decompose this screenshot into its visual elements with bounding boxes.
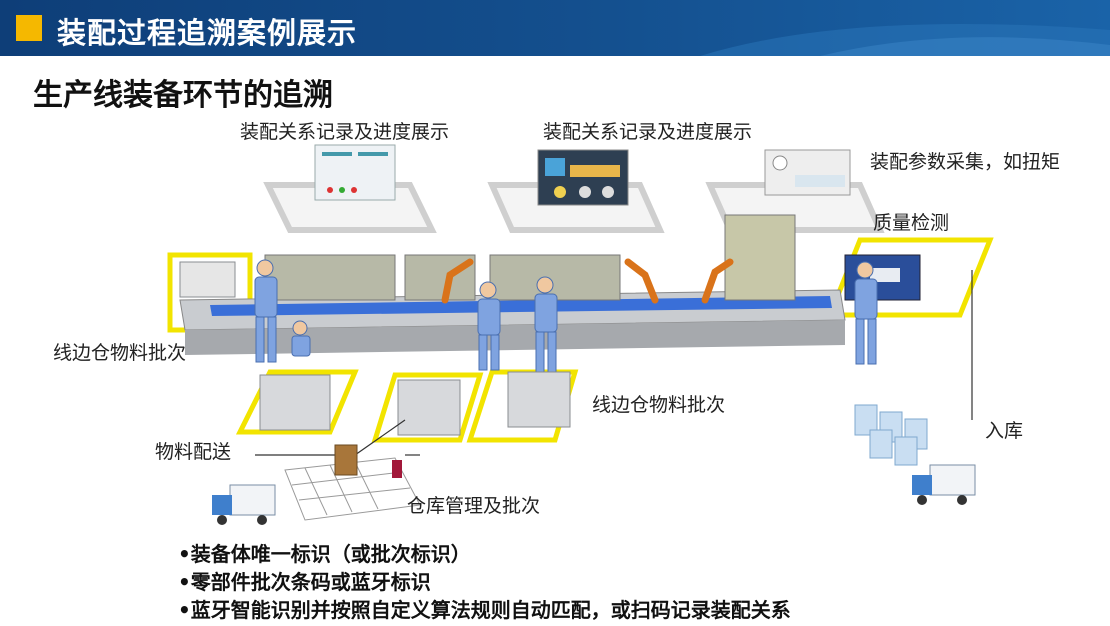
header-accent-square (16, 15, 42, 41)
feature-bullet-list: •装备体唯一标识（或批次标识） •零部件批次条码或蓝牙标识 •蓝牙智能识别并按照… (178, 540, 791, 624)
label-param-collection: 装配参数采集，如扭矩 (870, 151, 1061, 173)
storage-buildings (854, 404, 928, 466)
bullet-item: •蓝牙智能识别并按照自定义算法规则自动匹配，或扫码记录装配关系 (178, 598, 791, 622)
label-assembly-record-1: 装配关系记录及进度展示 (240, 121, 450, 143)
label-material-delivery: 物料配送 (155, 441, 232, 463)
header-banner: 装配过程追溯案例展示 (0, 0, 1110, 56)
warehouse-grid (284, 444, 421, 521)
robot-arms (441, 258, 734, 304)
label-line-side-batch-2: 线边仓物料批次 (592, 394, 726, 416)
label-quality-check: 质量检测 (873, 212, 950, 234)
workers (254, 259, 878, 373)
bullet-item: •装备体唯一标识（或批次标识） (178, 542, 471, 566)
bullet-item: •零部件批次条码或蓝牙标识 (178, 570, 431, 594)
trucks (212, 464, 976, 525)
header-wave-decoration (700, 23, 1110, 56)
label-storage-in: 入库 (985, 420, 1024, 442)
label-assembly-record-2: 装配关系记录及进度展示 (543, 121, 753, 143)
dashboard-screens (314, 144, 851, 206)
label-warehouse-mgmt: 仓库管理及批次 (407, 495, 541, 517)
section-subtitle: 生产线装备环节的追溯 (33, 78, 333, 113)
material-racks (179, 261, 571, 436)
workstation-blocks (264, 214, 921, 301)
label-line-side-batch-1: 线边仓物料批次 (53, 342, 187, 364)
page-title: 装配过程追溯案例展示 (57, 16, 358, 50)
